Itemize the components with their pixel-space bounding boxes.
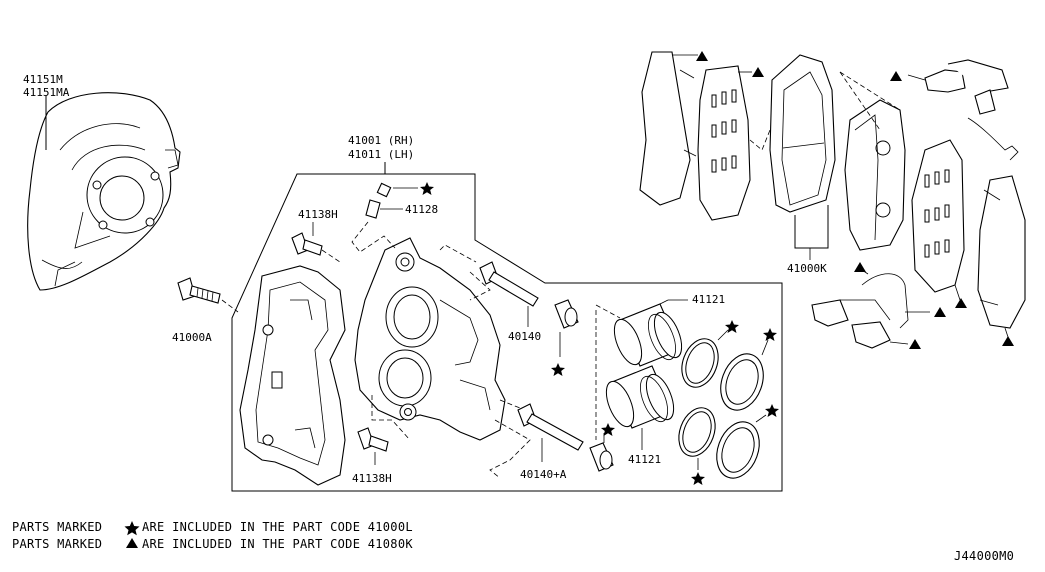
triangle-marker-icon xyxy=(890,71,902,81)
note-star-prefix: PARTS MARKED xyxy=(12,520,102,534)
piston-lower xyxy=(605,365,675,429)
label-pad-kit: 41000K xyxy=(787,262,827,275)
mount-bolt xyxy=(177,277,221,304)
label-pin-upper: 40140 xyxy=(508,330,541,343)
guide-pin-upper xyxy=(479,261,539,307)
caliper-body xyxy=(354,237,506,441)
label-bolt-lower: 41138H xyxy=(352,472,392,485)
label-pin-lower: 40140+A xyxy=(520,468,567,481)
diagram-code: J44000M0 xyxy=(954,549,1014,563)
label-piston-lower: 41121 xyxy=(628,453,661,466)
pad-shim-outer-2 xyxy=(977,175,1026,329)
pad-shim-inner-1 xyxy=(697,65,751,221)
label-caliper-rh: 41001 (RH) xyxy=(348,134,414,147)
label-caliper-lh: 41011 (LH) xyxy=(348,148,414,161)
piston-upper xyxy=(613,303,683,367)
star-marker-icon xyxy=(691,472,705,485)
guide-bolt-upper xyxy=(291,232,323,256)
star-marker-icon xyxy=(765,404,779,417)
anti-rattle-spring-lower xyxy=(861,273,909,329)
caliper-assembly-outline xyxy=(231,173,783,492)
piston-seal-upper xyxy=(681,338,719,388)
backing-plate xyxy=(27,92,181,291)
star-marker-icon xyxy=(124,521,140,536)
star-marker-icon xyxy=(420,182,434,195)
label-piston-upper: 41121 xyxy=(692,293,725,306)
brake-pad-outer xyxy=(769,54,836,213)
label-backing-plate-1: 41151M xyxy=(23,73,63,86)
pad-clip-upper xyxy=(924,59,1009,93)
note-triangle: PARTS MARKED ARE INCLUDED IN THE PART CO… xyxy=(12,537,413,551)
dust-boot-lower xyxy=(716,421,760,479)
pad-clip-lower xyxy=(811,299,891,349)
bleeder-screw xyxy=(365,182,392,219)
star-marker-icon xyxy=(551,363,565,376)
label-bleeder: 41128 xyxy=(405,203,438,216)
label-bolt-upper: 41138H xyxy=(298,208,338,221)
guide-pin-lower xyxy=(517,403,584,451)
pad-clip-side xyxy=(974,89,996,115)
pad-shim-inner-2 xyxy=(911,139,965,293)
pin-boot-upper xyxy=(554,299,579,329)
triangle-marker-icon xyxy=(696,51,708,61)
triangle-marker-icon xyxy=(854,262,866,272)
triangle-marker-icon xyxy=(934,307,946,317)
triangle-marker-icon xyxy=(955,298,967,308)
guide-bolt-lower xyxy=(357,427,389,452)
brake-pad-inner xyxy=(844,99,906,251)
note-triangle-suffix: ARE INCLUDED IN THE PART CODE 41080K xyxy=(142,537,413,551)
anti-rattle-spring xyxy=(967,117,1019,161)
note-star: PARTS MARKED ARE INCLUDED IN THE PART CO… xyxy=(12,520,413,536)
triangle-marker-icon xyxy=(126,538,138,548)
triangle-marker-icon xyxy=(1002,336,1014,346)
label-backing-plate-2: 41151MA xyxy=(23,86,70,99)
note-triangle-prefix: PARTS MARKED xyxy=(12,537,102,551)
dust-boot-upper xyxy=(720,353,764,411)
label-mount-bolt: 41000A xyxy=(172,331,212,344)
triangle-marker-icon xyxy=(909,339,921,349)
star-marker-icon xyxy=(601,423,615,436)
piston-seal-lower xyxy=(678,407,716,457)
note-star-suffix: ARE INCLUDED IN THE PART CODE 41000L xyxy=(142,520,413,534)
pad-shim-outer-1 xyxy=(639,51,697,206)
caliper-bracket xyxy=(239,265,346,486)
triangle-marker-icon xyxy=(752,67,764,77)
star-marker-icon xyxy=(725,320,739,333)
pin-boot-lower xyxy=(589,442,614,472)
star-marker-icon xyxy=(763,328,777,341)
